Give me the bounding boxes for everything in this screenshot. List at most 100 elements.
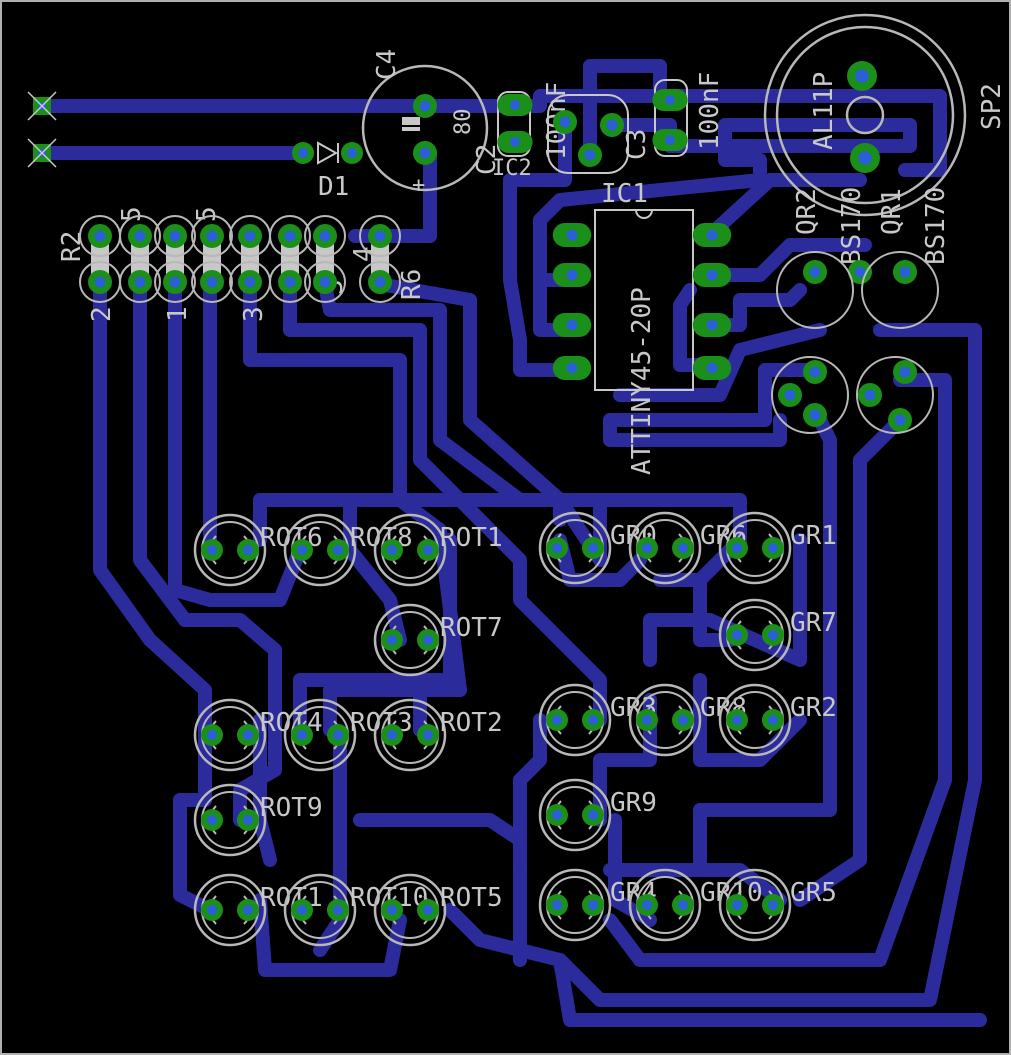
c3-pad xyxy=(652,89,688,111)
transistor-outline xyxy=(861,251,939,329)
resistor-pad xyxy=(163,224,187,248)
resistor-pad xyxy=(238,270,262,294)
transistor-outline xyxy=(856,356,934,434)
regulator-ic2: IC2 80 xyxy=(451,94,629,181)
pads-layer xyxy=(27,61,939,434)
led-label: ROT9 xyxy=(260,793,323,823)
transistor-outline xyxy=(776,251,854,329)
ic2-pad xyxy=(600,113,624,137)
resistor-pad xyxy=(200,224,224,248)
led: ROT5 xyxy=(373,873,503,947)
led-label: ROT1 xyxy=(440,523,503,553)
c3-label: C3 xyxy=(622,129,652,160)
transistor-pad xyxy=(803,403,827,427)
resistor-pad xyxy=(163,270,187,294)
led: ROT7 xyxy=(373,603,503,677)
resistor-pad xyxy=(313,270,337,294)
led-label: ROT7 xyxy=(440,613,503,643)
ic1-pin xyxy=(552,263,592,287)
sp2-pad xyxy=(850,143,880,173)
resistor-pad xyxy=(128,270,152,294)
capacitor-c4: + C4 xyxy=(361,49,489,198)
led: GR9 xyxy=(538,778,657,852)
resistor-pad xyxy=(88,270,112,294)
qr2-label: QR2 xyxy=(792,188,822,235)
resistor-pad xyxy=(88,224,112,248)
d1-pad xyxy=(341,142,363,164)
ic2-pad xyxy=(578,143,602,167)
r6-label: R6 xyxy=(397,269,427,300)
transistor-pad xyxy=(893,360,917,384)
qr2-value: BS170 xyxy=(837,187,867,265)
led-label: ROT2 xyxy=(440,708,503,738)
transistor-pad xyxy=(778,383,802,407)
ic1-pin xyxy=(692,223,732,247)
sp2-label: SP2 xyxy=(977,83,1007,130)
transistor-pad xyxy=(803,360,827,384)
speaker-sp2: SP2 AL11P xyxy=(763,13,1007,217)
r-num-4: 5 xyxy=(117,206,147,222)
resistor-pad xyxy=(128,224,152,248)
c4-pad xyxy=(413,94,437,118)
ic1-pin xyxy=(692,313,732,337)
ic1-label: IC1 xyxy=(601,179,648,209)
resistor-pad xyxy=(200,270,224,294)
c2-label: C2 xyxy=(472,144,502,175)
led: ROT10 xyxy=(283,873,428,947)
r-num-2: 1 xyxy=(163,306,193,322)
led-label: GR7 xyxy=(790,608,837,638)
r-num-5: 5 xyxy=(192,206,222,222)
ic1-chip: IC1 ATTINY45-20P xyxy=(594,179,694,475)
ic1-pin xyxy=(692,263,732,287)
transistor-pad xyxy=(848,260,872,284)
led: GR1 xyxy=(718,511,837,585)
resistor-pad xyxy=(368,224,392,248)
ic1-pin xyxy=(552,356,592,380)
qr1-value: BS170 xyxy=(921,187,951,265)
diode-d1: D1 xyxy=(317,141,349,202)
c4-label: C4 xyxy=(372,49,402,80)
ic2-value: 80 xyxy=(451,109,476,136)
ic1-value: ATTINY45-20P xyxy=(627,287,657,475)
c2-pad xyxy=(497,94,533,116)
led-label: GR2 xyxy=(790,693,837,723)
led-label: GR1 xyxy=(790,521,837,551)
led: ROT8 xyxy=(283,513,413,587)
d1-pad xyxy=(292,142,314,164)
resistor-pad xyxy=(278,270,302,294)
led: GR2 xyxy=(718,683,837,757)
resistor-pad xyxy=(313,224,337,248)
resistor-pad xyxy=(238,224,262,248)
ic2-label: IC2 xyxy=(492,156,532,181)
led: GR5 xyxy=(718,868,837,942)
transistor-outline xyxy=(771,356,849,434)
svg-text:+: + xyxy=(412,173,425,198)
transistor-pad xyxy=(888,408,912,432)
transistors: QR2 BS170 QR1 BS170 xyxy=(792,187,951,265)
c2-pad xyxy=(497,131,533,153)
input-connector-pad xyxy=(27,91,57,121)
led: ROT1 xyxy=(373,513,503,587)
led-label: ROT5 xyxy=(440,883,503,913)
qr1-label: QR1 xyxy=(877,188,907,235)
led: ROT9 xyxy=(193,783,323,857)
input-connector-pad xyxy=(27,138,57,168)
r-num-1: 2 xyxy=(87,306,117,322)
led: ROT2 xyxy=(373,698,503,772)
c3-pad xyxy=(652,129,688,151)
transistor-pad xyxy=(803,260,827,284)
d1-label: D1 xyxy=(318,172,349,202)
c3-value: 100nF xyxy=(695,72,725,150)
led-label: GR5 xyxy=(790,878,837,908)
ic1-pin xyxy=(552,223,592,247)
ic1-pin xyxy=(552,313,592,337)
led-label: GR9 xyxy=(610,788,657,818)
resistor-pad xyxy=(278,224,302,248)
capacitor-c2: C2 100nF xyxy=(472,82,572,175)
ic2-pad xyxy=(553,110,577,134)
resistor-pad xyxy=(368,270,392,294)
transistor-pad xyxy=(858,383,882,407)
capacitor-c3: C3 100nF xyxy=(622,72,725,160)
